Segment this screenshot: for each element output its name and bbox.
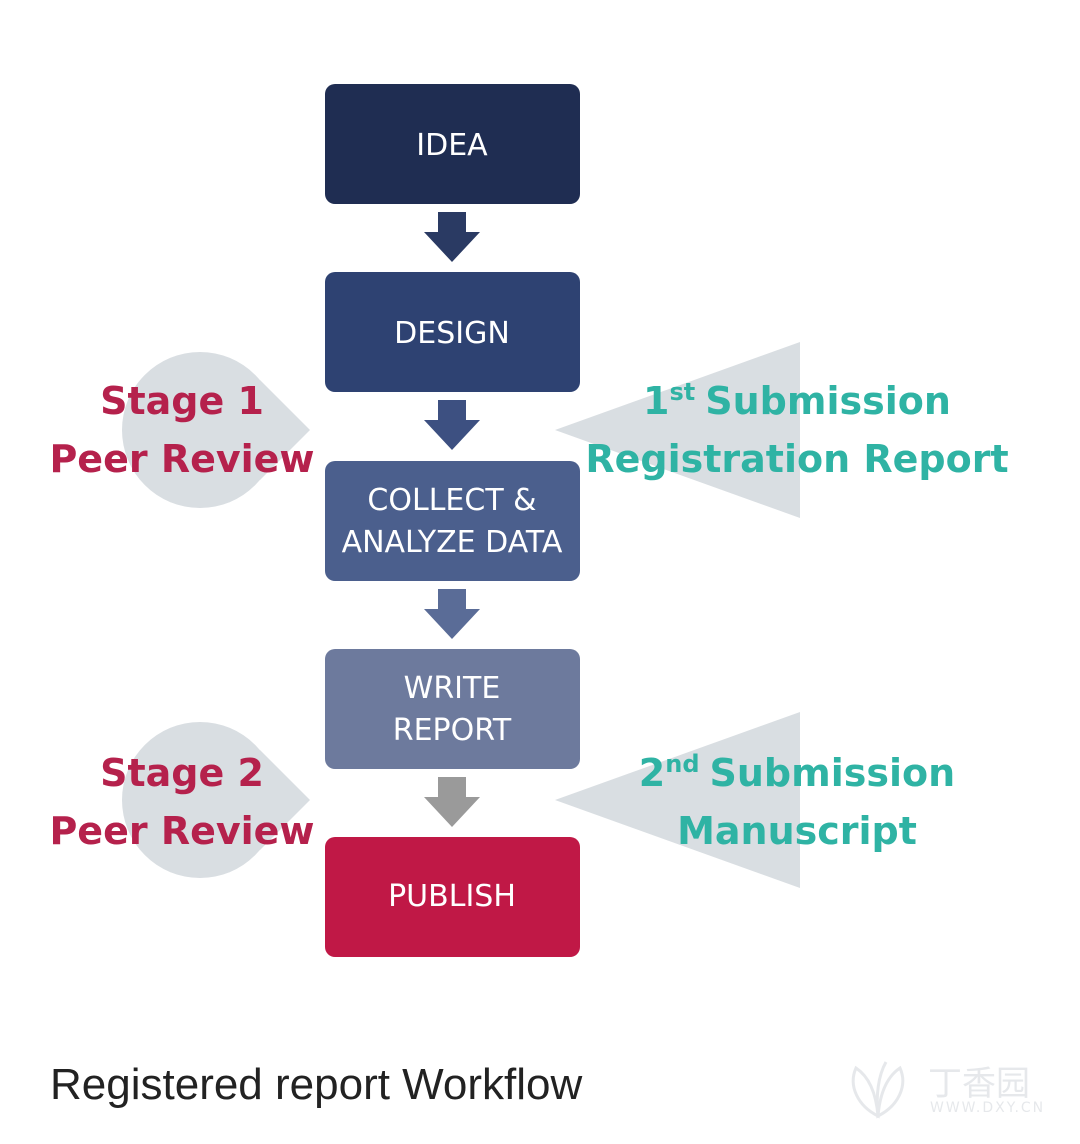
stage1-bubble bbox=[122, 352, 310, 508]
stage1-subtitle: Peer Review bbox=[49, 437, 314, 481]
submission1-word: Submission bbox=[705, 379, 951, 423]
stage1-title: Stage 1 bbox=[100, 379, 264, 423]
submission1-suffix: st bbox=[670, 378, 696, 406]
step-idea-label: IDEA bbox=[416, 128, 488, 163]
stage2-subtitle: Peer Review bbox=[49, 809, 314, 853]
submission1-title: 1st Submission bbox=[643, 378, 951, 423]
submission1-subtitle: Registration Report bbox=[585, 437, 1008, 481]
submission1-ordinal: 1 bbox=[643, 379, 669, 423]
down-arrow-3 bbox=[424, 589, 480, 639]
watermark: 丁香园 WWW.DXY.CN bbox=[838, 1050, 1068, 1130]
submission2-word: Submission bbox=[710, 751, 956, 795]
step-publish: PUBLISH bbox=[325, 837, 580, 957]
figure-caption: Registered report Workflow bbox=[50, 1060, 583, 1109]
step-collect-label-line2: ANALYZE DATA bbox=[342, 525, 563, 560]
workflow-diagram: IDEA DESIGN COLLECT & ANALYZE DATA WRITE… bbox=[49, 84, 1009, 957]
step-design-label: DESIGN bbox=[394, 316, 510, 351]
submission1-pointer bbox=[555, 342, 800, 518]
submission2-pointer bbox=[555, 712, 800, 888]
step-collect-label-line1: COLLECT & bbox=[367, 483, 536, 518]
submission2-title: 2nd Submission bbox=[639, 750, 955, 795]
down-arrow-1 bbox=[424, 212, 480, 262]
down-arrow-4 bbox=[424, 777, 480, 827]
step-design: DESIGN bbox=[325, 272, 580, 392]
step-write-label-line1: WRITE bbox=[404, 671, 501, 706]
submission2-ordinal: 2 bbox=[639, 751, 665, 795]
watermark-text: 丁香园 bbox=[928, 1064, 1030, 1104]
step-collect-analyze: COLLECT & ANALYZE DATA bbox=[325, 461, 580, 581]
submission2-subtitle: Manuscript bbox=[677, 809, 917, 853]
step-write-label-line2: REPORT bbox=[393, 713, 512, 748]
watermark-url: WWW.DXY.CN bbox=[930, 1100, 1046, 1116]
step-publish-label: PUBLISH bbox=[388, 879, 516, 914]
step-idea: IDEA bbox=[325, 84, 580, 204]
clove-flower-icon bbox=[851, 1061, 905, 1119]
submission2-suffix: nd bbox=[665, 750, 699, 778]
down-arrow-2 bbox=[424, 400, 480, 450]
stage2-bubble bbox=[122, 722, 310, 878]
step-write-report: WRITE REPORT bbox=[325, 649, 580, 769]
stage2-title: Stage 2 bbox=[100, 751, 264, 795]
